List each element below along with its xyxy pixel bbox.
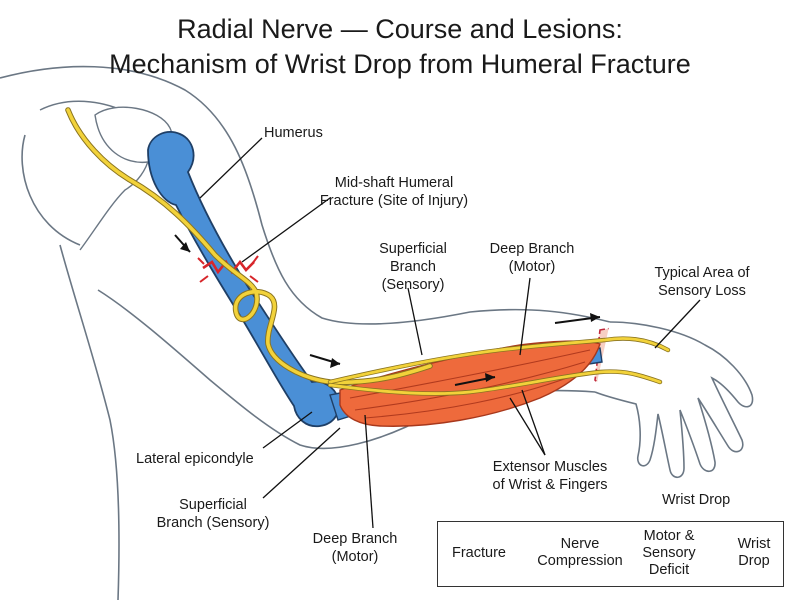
leader-lateral-epicondyle: [262, 411, 313, 449]
leader-sensory-loss: [654, 299, 701, 349]
label-line: Sensory Loss: [658, 283, 746, 299]
label-line: Compression: [537, 553, 623, 569]
label-line: Superficial: [379, 241, 447, 257]
label-line: Fracture (Site of Injury): [319, 193, 469, 209]
label-line: (Motor): [331, 549, 379, 565]
label-line: Deep Branch: [489, 241, 575, 257]
flow-step-fracture: Fracture: [448, 545, 510, 562]
label-line: Deficit: [648, 562, 690, 578]
label-line: of Wrist & Fingers: [492, 477, 608, 493]
leader-fracture: [241, 197, 331, 263]
label-line: Fracture: [452, 545, 506, 561]
label-line: Superficial: [179, 497, 247, 513]
leader-superficial-bottom: [262, 427, 341, 499]
label-line: Wrist Drop: [662, 492, 731, 508]
leader-extensor-1: [509, 397, 546, 456]
label-line: Branch: [390, 259, 436, 275]
label-line: Humerus: [264, 125, 323, 141]
label-lateral-epicondyle: Lateral epicondyle: [136, 450, 254, 468]
leader-deep-bottom: [364, 414, 374, 529]
leader-superficial-top: [407, 287, 423, 356]
label-line: Deep Branch: [312, 531, 398, 547]
label-line: (Motor): [508, 259, 556, 275]
label-deep-branch-top: Deep Branch (Motor): [472, 240, 592, 276]
leader-humerus: [199, 137, 263, 199]
mechanism-flow-box: [437, 521, 784, 587]
label-line: Nerve: [560, 536, 600, 552]
label-line: Drop: [738, 553, 770, 569]
label-line: Extensor Muscles: [492, 459, 608, 475]
label-line: (Sensory): [381, 277, 445, 293]
page-title-line-1: Radial Nerve — Course and Lesions:: [177, 14, 623, 44]
label-line: Wrist: [737, 536, 771, 552]
label-sensory-loss: Typical Area of Sensory Loss: [632, 264, 772, 300]
label-line: Branch (Sensory): [156, 515, 270, 531]
torso-outline: [21, 134, 120, 600]
label-line: Typical Area of: [654, 265, 750, 281]
label-humerus: Humerus: [264, 124, 323, 142]
leader-deep-top: [519, 277, 531, 356]
label-wrist-drop: Wrist Drop: [662, 491, 730, 509]
label-line: Sensory: [642, 545, 696, 561]
label-line: Motor &: [643, 528, 695, 544]
page-title-line-2: Mechanism of Wrist Drop from Humeral Fra…: [109, 49, 691, 79]
label-extensor-muscles: Extensor Muscles of Wrist & Fingers: [475, 458, 625, 494]
label-deep-branch-bottom: Deep Branch (Motor): [300, 530, 410, 566]
hand-outline: [594, 321, 754, 479]
label-line: Lateral epicondyle: [136, 451, 254, 467]
leader-extensor-2: [521, 389, 546, 456]
arm-outline-upper: [0, 65, 611, 325]
label-line: Mid-shaft Humeral: [334, 175, 454, 191]
